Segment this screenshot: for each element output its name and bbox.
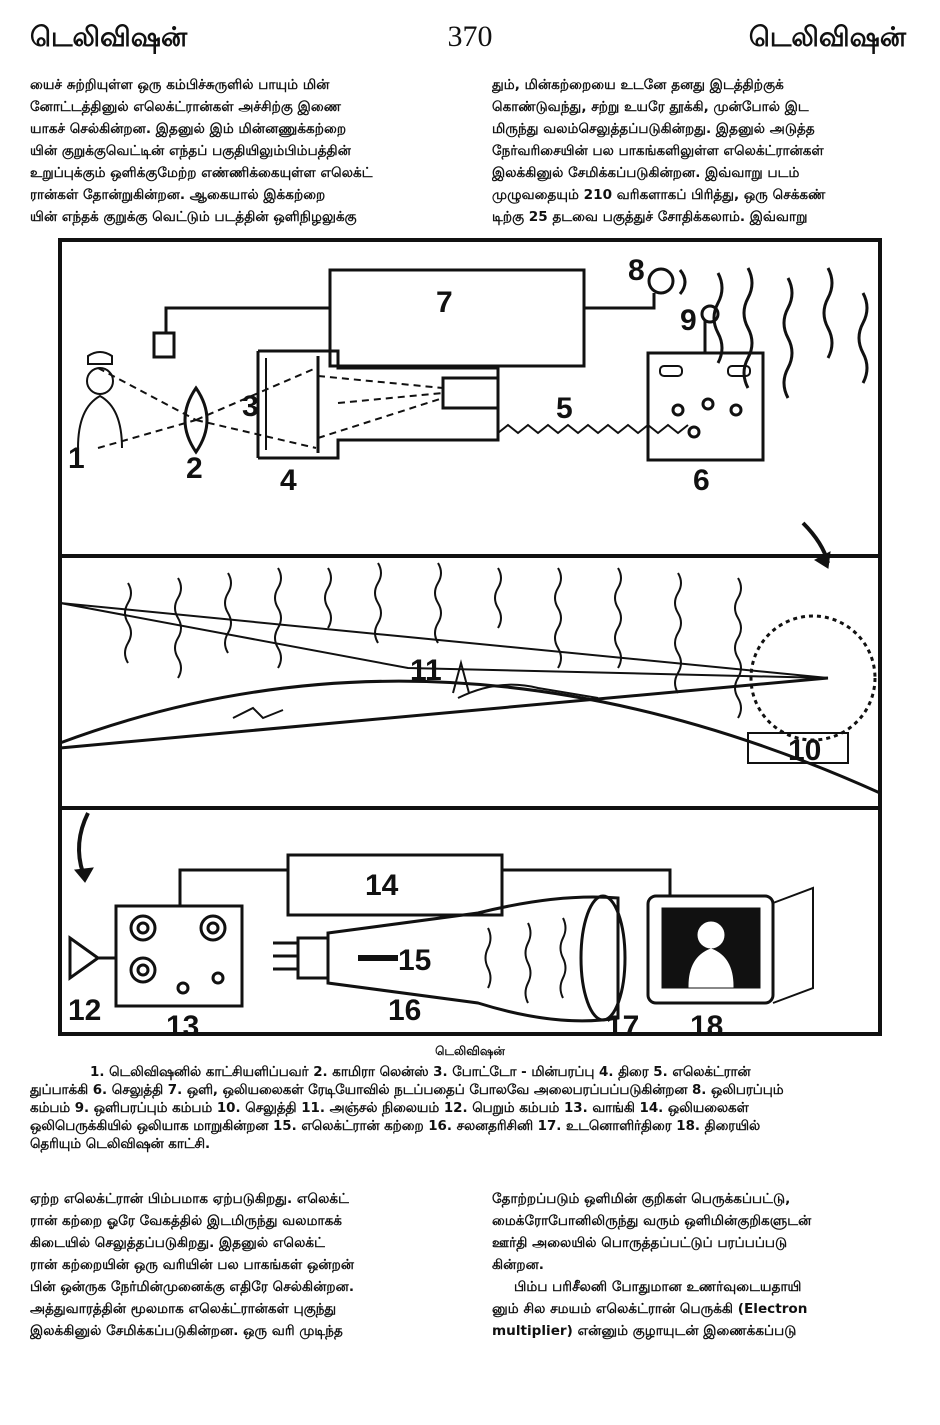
electron-paths bbox=[317, 375, 444, 439]
text-line: னும் சில சமயம் எலெக்ட்ரான் பெருக்கி (Ele… bbox=[492, 1301, 808, 1317]
text-line: இலக்கினுல் சேமிக்கப்படுகின்றன. இவ்வாறு ப… bbox=[492, 165, 800, 181]
earth-curve bbox=[59, 679, 881, 795]
figure-label: 18 bbox=[690, 1010, 723, 1036]
text-line: யின் குறுக்குவெட்டின் எந்தப் பகுதியிலும்… bbox=[30, 143, 351, 159]
figure-label: 12 bbox=[68, 994, 101, 1027]
wire-14-18 bbox=[502, 868, 672, 896]
figure-label: 4 bbox=[280, 464, 297, 497]
figure-caption: 1. டெலிவிஷனில் காட்சியளிப்பவர் 2. காமிரா… bbox=[30, 1064, 910, 1154]
text-line: யைச் சுற்றியுள்ள ஒரு கம்பிச்சுருளில் பாய… bbox=[30, 77, 330, 93]
text-line: யாகச் செல்கின்றன. இதனுல் இம் மின்னணுக்கற… bbox=[30, 121, 347, 137]
top-right-column: தும், மின்கற்றையை உடனே தனது இடத்திற்குக்… bbox=[492, 74, 912, 228]
wire-left bbox=[164, 306, 330, 333]
station-10 bbox=[747, 732, 849, 764]
figure-label: 15 bbox=[398, 944, 431, 977]
text-line: யின் எந்தக் குறுக்கு வெட்டும் படத்தின் ஒ… bbox=[30, 209, 357, 225]
transmission-wire bbox=[497, 423, 689, 435]
transmitter-10-waves bbox=[749, 614, 877, 742]
receiving-antenna-12 bbox=[68, 935, 101, 981]
bottom-right-column: தோற்றப்படும் ஒளிமின் குறிகள் பெருக்கப்பட… bbox=[492, 1188, 912, 1342]
figure-label: 11 bbox=[410, 654, 442, 687]
text-line: கின்றன. bbox=[492, 1257, 544, 1273]
figure-label: 10 bbox=[788, 734, 821, 767]
connector bbox=[152, 331, 176, 359]
tv-set-18 bbox=[646, 894, 775, 1005]
figure-label: 17 bbox=[606, 1010, 639, 1036]
text-line: னோட்டத்தினுல் எலெக்ட்ரான்கள் அச்சிற்கு இ… bbox=[30, 99, 341, 115]
box-7 bbox=[328, 268, 586, 368]
text-line: மைக்ரோபோனிலிருந்து வரும் ஒளிமின்குறிகளுட… bbox=[492, 1213, 812, 1229]
wire-13-14 bbox=[178, 868, 288, 906]
text-line: மிருந்து வலம்செலுத்தப்படுகின்றது. இதனுல்… bbox=[492, 121, 815, 137]
text-line: இலக்கினுல் சேமிக்கப்படுகின்றன. ஒரு வரி ம… bbox=[30, 1323, 343, 1339]
figure-frame bbox=[58, 238, 882, 1036]
text-line: ரான்கள் தோன்றுகின்றன. ஆகையால் இக்கற்றை bbox=[30, 187, 326, 203]
figure-label: 7 bbox=[436, 286, 453, 319]
relay-station-11 bbox=[232, 659, 470, 720]
wire-right bbox=[584, 293, 656, 310]
running-header-right: டெலிவிஷன் bbox=[748, 22, 906, 53]
figure-label: 14 bbox=[365, 869, 399, 902]
figure-label: 1 bbox=[68, 442, 85, 475]
signal-wave bbox=[782, 277, 794, 399]
cathode-ray-tube-16 bbox=[326, 895, 620, 1023]
text-line: ஊர்தி அலையில் பொருத்தப்பட்டுப் பரப்பப்பட… bbox=[492, 1235, 788, 1251]
relay-waves bbox=[124, 562, 742, 719]
figure-label: 8 bbox=[628, 254, 645, 287]
antenna-8 bbox=[647, 267, 675, 295]
text-line: நேர்வரிசையின் பல பாகங்களிலுள்ள எலெக்ட்ரா… bbox=[492, 143, 824, 159]
caption-line: தெரியும் டெலிவிஷன் காட்சி. bbox=[30, 1137, 211, 1152]
page-number: 370 bbox=[447, 20, 493, 53]
loudspeaker-14 bbox=[286, 853, 504, 917]
signal-wave bbox=[712, 272, 724, 364]
bottom-left-column: ஏற்ற எலெக்ட்ரான் பிம்பமாக ஏற்படுகிறது. எ… bbox=[30, 1188, 470, 1342]
fluorescent-screen-17 bbox=[579, 894, 627, 1022]
figure-label: 13 bbox=[166, 1010, 199, 1036]
top-left-column: யைச் சுற்றியுள்ள ஒரு கம்பிச்சுருளில் பாய… bbox=[30, 74, 470, 228]
caption-line: துப்பாக்கி 6. செலுத்தி 7. ஒளி, ஒலியலைகள்… bbox=[30, 1083, 784, 1098]
antenna-9 bbox=[700, 304, 720, 324]
figure-label: 3 bbox=[242, 390, 259, 423]
text-line: உறுப்புக்கும் ஒளிக்குமேற்ற எண்ணிக்கையுள்… bbox=[30, 165, 373, 181]
running-header-left: டெலிவிஷன் bbox=[30, 22, 188, 53]
figure-label: 6 bbox=[693, 464, 710, 497]
relay-beams bbox=[59, 602, 829, 679]
text-line: ஏற்ற எலெக்ட்ரான் பிம்பமாக ஏற்படுகிறது. எ… bbox=[30, 1191, 349, 1207]
text-line: முழுவதையும் 210 வரிகளாகப் பிரித்து, ஒரு … bbox=[492, 187, 826, 203]
television-diagram: 1 2 3 4 5 6 7 8 9 10 11 12 13 14 15 16 1… bbox=[58, 238, 882, 1036]
camera-lens bbox=[183, 385, 209, 455]
figure-labels: 1 2 3 4 5 6 7 8 9 10 11 12 13 14 15 16 1… bbox=[68, 254, 821, 1036]
tube-base bbox=[296, 936, 330, 980]
figure-label: 9 bbox=[680, 304, 697, 337]
tube-bottom bbox=[258, 413, 500, 460]
signal-wave bbox=[857, 292, 869, 384]
text-line: பின் ஒன்ருக நேர்மின்முனைக்கு எதிரே செல்க… bbox=[30, 1279, 354, 1295]
figure-label: 16 bbox=[388, 994, 421, 1027]
text-line: ரான் கற்றையின் ஒரு வரியின் பல பாகங்கள் ஒ… bbox=[30, 1257, 355, 1273]
presenter-figure bbox=[77, 351, 123, 449]
television-diagram-svg: 1 2 3 4 5 6 7 8 9 10 11 12 13 14 15 16 1… bbox=[58, 238, 882, 1036]
text-line: ரான் கற்றை ஓரே வேகத்தில் இடமிருந்து வலமா… bbox=[30, 1213, 342, 1229]
relay-beam-low bbox=[59, 676, 829, 750]
caption-line: 1. டெலிவிஷனில் காட்சியளிப்பவர் 2. காமிரா… bbox=[90, 1065, 751, 1080]
caption-line: கம்பம் 9. ஒளிபரப்பும் கம்பம் 10. செலுத்த… bbox=[30, 1101, 749, 1116]
text-line: multiplier) என்னும் குழாயுடன் இணைக்கப்பட… bbox=[492, 1323, 797, 1339]
text-line: டிற்கு 25 தடவை பகுத்துச் சோதிக்கலாம். இவ… bbox=[492, 209, 808, 225]
text-line: கிடையில் செலுத்தப்படுகிறது. இதனுல் எலெக்… bbox=[30, 1235, 325, 1251]
light-rays bbox=[97, 367, 317, 449]
text-line: கொண்டுவந்து, சற்று உயரே தூக்கி, முன்போல்… bbox=[492, 99, 809, 115]
figure-label: 2 bbox=[186, 452, 203, 485]
figure-caption-title: டெலிவிஷன் bbox=[435, 1044, 505, 1058]
electron-gun-5 bbox=[441, 376, 500, 410]
arrow-down-left bbox=[77, 812, 90, 874]
signal-wave bbox=[822, 267, 834, 359]
figure-label: 5 bbox=[556, 392, 573, 425]
text-line: அத்துவாரத்தின் மூலமாக எலெக்ட்ரான்கள் புக… bbox=[30, 1301, 337, 1317]
caption-line: ஒலிபெருக்கியில் ஒலியாக மாறுகின்றன 15. எல… bbox=[30, 1119, 761, 1134]
text-line: பிம்ப பரிசீலனி போதுமான உணர்வுடையதாயி bbox=[514, 1279, 802, 1295]
text-line: தோற்றப்படும் ஒளிமின் குறிகள் பெருக்கப்பட… bbox=[492, 1191, 791, 1207]
text-line: தும், மின்கற்றையை உடனே தனது இடத்திற்குக் bbox=[492, 77, 784, 93]
signal-arc bbox=[678, 269, 687, 295]
